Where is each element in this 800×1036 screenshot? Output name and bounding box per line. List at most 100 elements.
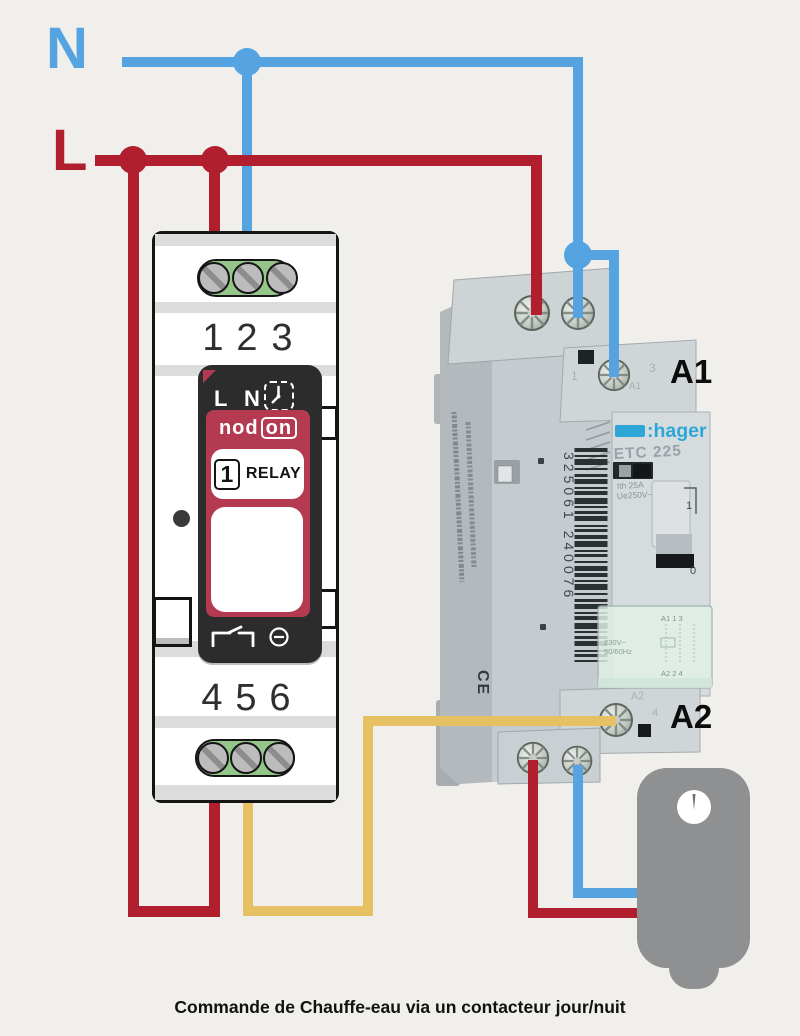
din-release-tab — [497, 465, 513, 483]
neutral-label: N — [46, 16, 88, 81]
terminal-screw-5 — [230, 742, 262, 774]
a2-engraving: A2 — [630, 690, 644, 703]
side-fineprint — [465, 421, 477, 568]
ce-mark: CE — [474, 670, 491, 696]
lever-step — [656, 534, 692, 554]
status-led — [173, 510, 190, 527]
terminal-screw-6 — [263, 742, 295, 774]
flap-coil-voltage: 230V~ — [604, 638, 627, 647]
live-label: L — [52, 118, 88, 183]
water-heater-icon — [637, 768, 750, 968]
module-trim — [155, 716, 336, 728]
rating-voltage: Ue250V~ — [617, 489, 653, 501]
label-flap: 230V~ 50/60Hz A1 1 3 A2 2 4 — [597, 605, 713, 689]
flap-top-row: A1 1 3 — [661, 614, 683, 623]
switch-off-mark: 0 — [690, 565, 696, 577]
module-trim — [155, 302, 336, 313]
pole4-mark: 4 — [652, 707, 658, 719]
status-dark — [633, 464, 651, 478]
relay-badge: 1 RELAY — [211, 449, 304, 499]
module-trim — [155, 234, 336, 246]
terminal-number-1: 1 — [202, 317, 224, 359]
thermostat-dial — [677, 790, 711, 824]
a2-block-mark — [638, 724, 651, 737]
contactor-left-slab — [440, 288, 492, 784]
terminal-screw-2 — [232, 262, 264, 294]
header-live: L — [214, 386, 228, 411]
a1-engraving: A1 — [629, 381, 642, 392]
pilot-wire-bottom — [243, 906, 373, 916]
logo-part-1: nod — [218, 417, 259, 439]
terminal-number-3: 3 — [271, 317, 293, 359]
hager-brand: :hager — [647, 420, 707, 442]
switch-bracket — [684, 487, 697, 514]
neutral-branch-horizontal — [578, 250, 619, 260]
pilot-wire-to-a2 — [363, 716, 616, 726]
pilot-wire-from-terminal5 — [243, 802, 253, 916]
panel-mark — [540, 624, 546, 630]
heater-neutral-wire-horizontal — [573, 888, 645, 898]
writable-label-area — [211, 507, 303, 612]
pole3-mark: 3 — [649, 361, 656, 375]
hager-logo-bar — [615, 425, 645, 437]
neutral-wire-top — [122, 57, 583, 67]
live-wire-to-contactor — [531, 155, 542, 315]
pilot-wire-up — [363, 716, 373, 916]
status-tab — [619, 465, 631, 477]
live-junction-dot — [119, 146, 147, 174]
flap-bottom-row: A2 2 4 — [661, 669, 683, 678]
terminal-screw-1 — [198, 262, 230, 294]
bottom-terminal-block — [195, 739, 295, 777]
timer-clock-icon — [264, 381, 294, 411]
top-terminal-block — [197, 259, 298, 297]
minus-icon — [269, 627, 289, 647]
rating-current: Ith 25A — [617, 480, 645, 491]
neutral-wire-to-a1 — [609, 250, 619, 377]
diagram-caption: Commande de Chauffe-eau via un contacteu… — [174, 997, 626, 1017]
flap-coil-symbol — [660, 637, 676, 648]
side-button — [153, 597, 192, 647]
neutral-wire-down-right — [573, 57, 583, 318]
terminal-number-6: 6 — [269, 677, 291, 719]
a1-block-mark — [578, 350, 594, 364]
terminal-screw-4 — [197, 742, 229, 774]
live-wire-up-to-terminal4 — [209, 803, 220, 917]
live-junction-dot — [201, 146, 229, 174]
switch-on-mark: 1 — [686, 500, 692, 512]
corner-accent — [203, 370, 216, 383]
live-wire-top — [95, 155, 542, 166]
a1-label: A1 — [670, 353, 713, 390]
terminal-screw-3 — [266, 262, 298, 294]
neutral-junction-dot — [564, 241, 592, 269]
flap-frequency: 50/60Hz — [604, 647, 632, 656]
water-heater-base — [669, 968, 719, 989]
live-wire-to-module — [209, 155, 220, 233]
relay-number: 1 — [213, 458, 240, 490]
terminal-number-5: 5 — [235, 677, 257, 719]
module-trim — [155, 785, 336, 800]
heater-neutral-wire-down — [573, 765, 583, 898]
heater-live-wire-down — [528, 760, 538, 918]
heater-live-wire-horizontal — [528, 908, 645, 918]
logo-part-2: on — [260, 417, 298, 439]
contactor-model: ETC 225 — [613, 442, 682, 463]
dial-needle — [692, 794, 696, 810]
flap-schematic-lines — [665, 624, 695, 664]
neutral-junction-dot — [233, 48, 261, 76]
live-wire-bottom-horizontal — [128, 906, 220, 917]
pole1-mark: 1 — [571, 369, 578, 383]
contactor-device: 325061 240076 CE :hager ETC 225 Ith 25A … — [434, 267, 713, 786]
terminal-number-4: 4 — [201, 677, 223, 719]
panel-mark — [538, 458, 544, 464]
live-wire-left-down — [128, 155, 139, 917]
a2-label: A2 — [670, 698, 713, 735]
header-neutral: N — [244, 386, 260, 411]
lever-slot — [656, 554, 694, 568]
serial-number: 325061 240076 — [561, 452, 577, 601]
relay-contact-icon — [211, 625, 255, 647]
